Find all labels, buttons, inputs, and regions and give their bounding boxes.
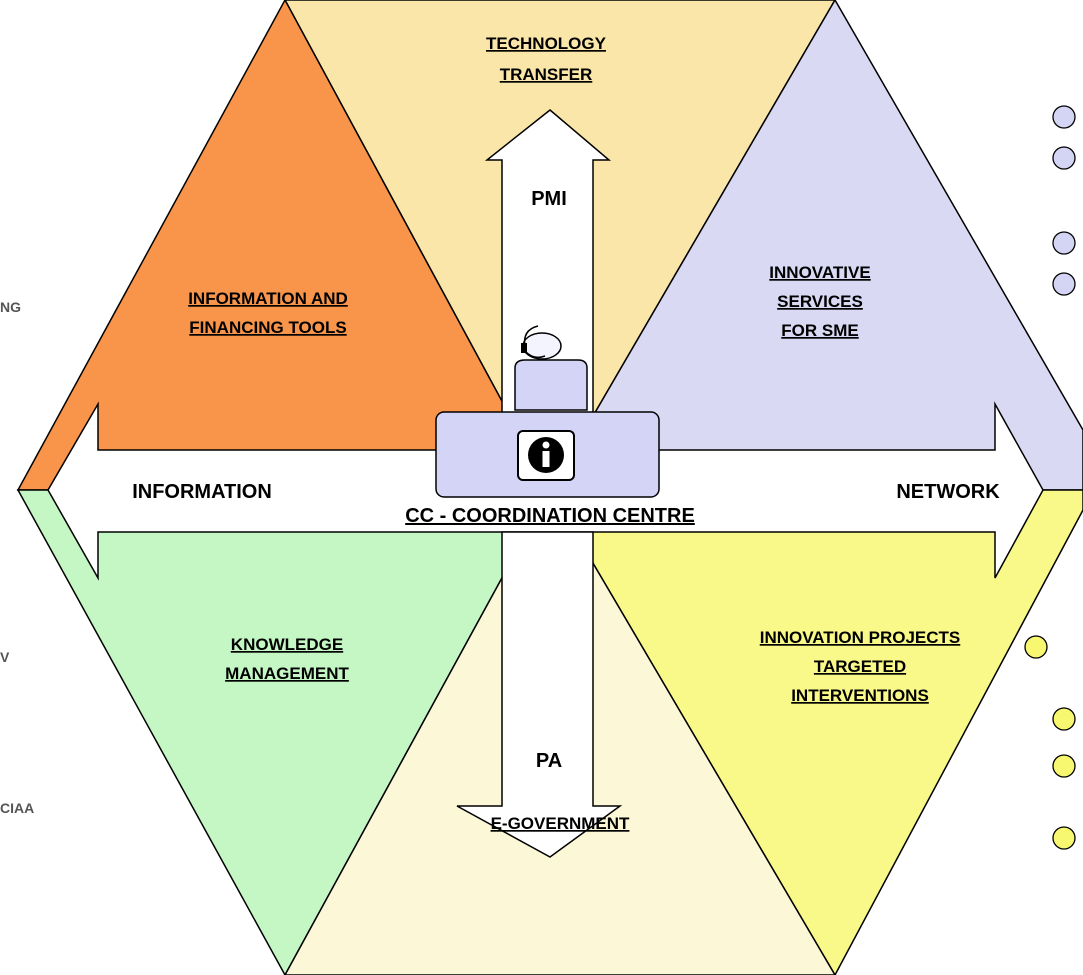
bullet-yellow (1052, 707, 1076, 731)
svg-text:MANAGEMENT: MANAGEMENT (225, 664, 349, 683)
label-innovation-projects: INNOVATION PROJECTS TARGETED INTERVENTIO… (760, 628, 961, 705)
bullet-yellow (1052, 826, 1076, 850)
arrow-label-network: NETWORK (896, 481, 1000, 503)
label-information-financing-tools: INFORMATION AND FINANCING TOOLS (188, 289, 348, 337)
svg-text:KNOWLEDGE: KNOWLEDGE (231, 635, 343, 654)
svg-text:FINANCING TOOLS: FINANCING TOOLS (189, 318, 346, 337)
left-fragment-1: NG (0, 299, 21, 315)
bullet-yellow (1024, 635, 1048, 659)
label-e-government: E-GOVERNMENT (491, 814, 630, 833)
bullet-group-purple (1052, 105, 1076, 296)
bullet-purple (1052, 146, 1076, 170)
svg-text:INTERVENTIONS: INTERVENTIONS (791, 686, 929, 705)
svg-text:FOR SME: FOR SME (781, 321, 858, 340)
info-icon (517, 430, 575, 481)
operator-figure (514, 325, 588, 411)
arrow-label-information: INFORMATION (132, 481, 272, 503)
svg-text:SERVICES: SERVICES (777, 292, 863, 311)
bullet-group-yellow (1024, 635, 1076, 850)
left-fragment-2: V (0, 649, 10, 665)
svg-text:INFORMATION AND: INFORMATION AND (188, 289, 348, 308)
arrow-label-pa: PA (536, 750, 562, 772)
bullet-purple (1052, 105, 1076, 129)
svg-text:INNOVATIVE: INNOVATIVE (769, 263, 870, 282)
label-technology-transfer: TECHNOLOGY TRANSFER (486, 34, 607, 84)
svg-text:TARGETED: TARGETED (814, 657, 906, 676)
vertical-down-arrow (456, 531, 623, 858)
label-innovative-services: INNOVATIVE SERVICES FOR SME (769, 263, 870, 340)
bullet-yellow (1052, 754, 1076, 778)
left-fragment-3: CIAA (0, 800, 34, 816)
sector-upper-right-bg (548, 0, 1083, 491)
arrow-label-pmi: PMI (531, 188, 567, 210)
bullet-purple (1052, 231, 1076, 255)
bullet-purple (1052, 272, 1076, 296)
svg-text:TRANSFER: TRANSFER (500, 65, 593, 84)
svg-text:INNOVATION PROJECTS: INNOVATION PROJECTS (760, 628, 961, 647)
svg-text:TECHNOLOGY: TECHNOLOGY (486, 34, 607, 53)
label-knowledge-management: KNOWLEDGE MANAGEMENT (225, 635, 349, 683)
center-title: CC - COORDINATION CENTRE (405, 505, 695, 527)
